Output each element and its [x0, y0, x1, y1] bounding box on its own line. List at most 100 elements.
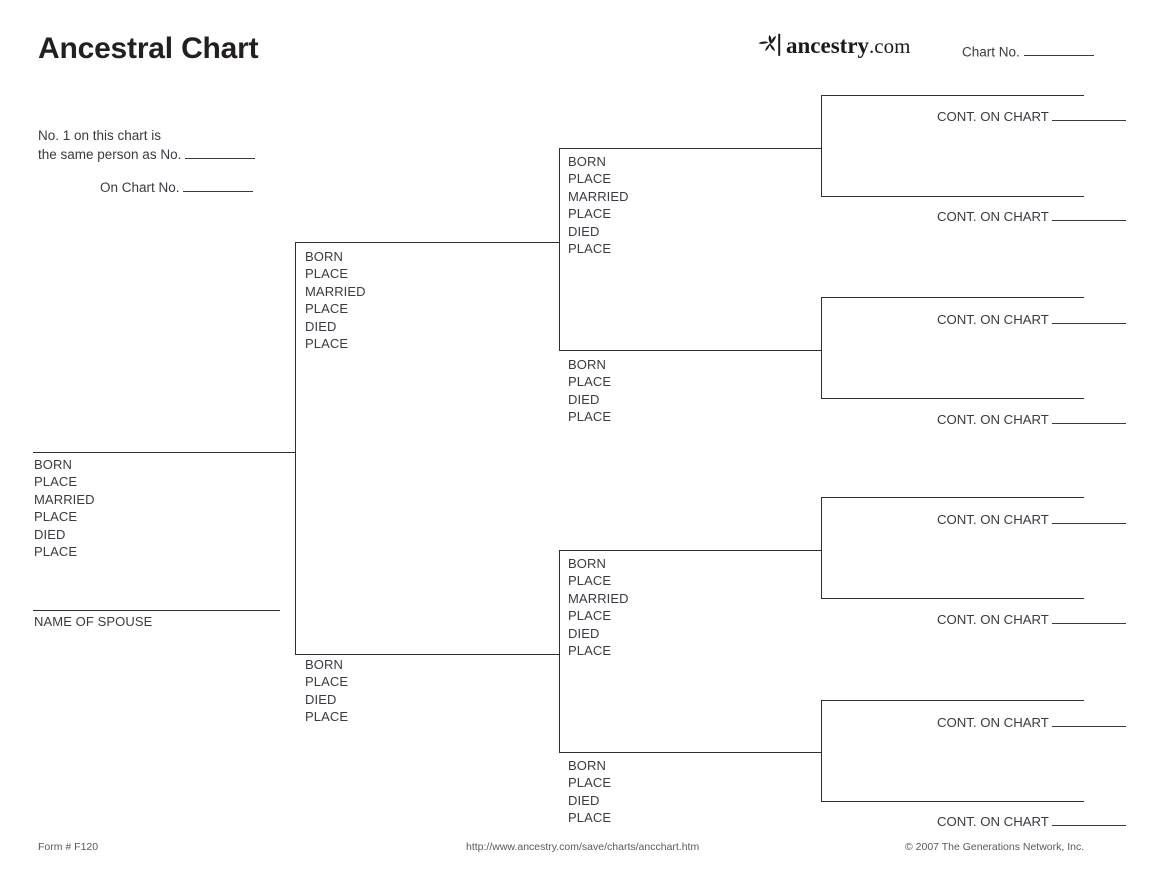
fact-died: DIED	[305, 318, 337, 334]
cont-on-chart-blank[interactable]	[1052, 312, 1127, 325]
same-person-no-blank[interactable]	[185, 147, 256, 159]
person-13-cont-on-chart[interactable]: CONT. ON CHART	[937, 612, 1127, 628]
fact-place: PLACE	[568, 810, 612, 826]
person-10-name-line[interactable]	[821, 297, 1084, 298]
fact-place: PLACE	[568, 374, 612, 390]
cont-on-chart-blank[interactable]	[1052, 814, 1127, 827]
person-5-name-line[interactable]	[559, 350, 821, 351]
person-12-name-line[interactable]	[821, 497, 1084, 498]
fact-place: PLACE	[305, 674, 349, 690]
footer-url[interactable]: http://www.ancestry.com/save/charts/ancc…	[466, 841, 700, 853]
note-line-3-label: On Chart No.	[100, 180, 180, 195]
fact-place: PLACE	[568, 608, 612, 624]
fact-married: MARRIED	[568, 188, 629, 204]
cont-on-chart-label: CONT. ON CHART	[937, 512, 1049, 528]
cont-on-chart-label: CONT. ON CHART	[937, 109, 1049, 125]
fact-place: PLACE	[568, 409, 612, 425]
person-5-facts: BORN PLACE DIED PLACE	[568, 356, 611, 426]
person-10-cont-on-chart[interactable]: CONT. ON CHART	[937, 312, 1127, 327]
fact-born: BORN	[305, 249, 343, 264]
fact-died: DIED	[34, 526, 66, 542]
cont-on-chart-blank[interactable]	[1052, 512, 1127, 525]
chart-number-blank[interactable]	[1023, 44, 1094, 57]
person-11-cont-on-chart[interactable]: CONT. ON CHART	[937, 412, 1127, 428]
chart-number-field[interactable]: Chart No.	[962, 44, 1094, 59]
fact-married: MARRIED	[34, 491, 95, 507]
person-13-name-line[interactable]	[821, 598, 1084, 599]
fact-place: PLACE	[568, 171, 612, 187]
person-15-cont-on-chart[interactable]: CONT. ON CHART	[937, 814, 1127, 829]
fact-place: PLACE	[568, 643, 612, 659]
person-6-name-line[interactable]	[559, 550, 821, 551]
fact-born: BORN	[568, 758, 606, 773]
note-line-3[interactable]: On Chart No.	[38, 178, 255, 197]
person-3-facts: BORN PLACE DIED PLACE	[305, 656, 348, 726]
person-6-facts: BORN PLACE MARRIED PLACE DIED PLACE	[568, 555, 629, 659]
person-2-name-line[interactable]	[295, 242, 560, 243]
person-9-name-line[interactable]	[821, 196, 1084, 197]
person-1-name-line[interactable]	[33, 452, 295, 453]
on-chart-no-blank[interactable]	[183, 180, 254, 192]
fact-place: PLACE	[34, 544, 78, 560]
person-2-facts: BORN PLACE MARRIED PLACE DIED PLACE	[305, 248, 366, 352]
fact-died: DIED	[305, 691, 337, 707]
cont-on-chart-blank[interactable]	[1052, 612, 1127, 625]
chart-cross-reference-note: No. 1 on this chart is the same person a…	[38, 126, 256, 197]
person-12-cont-on-chart[interactable]: CONT. ON CHART	[937, 512, 1127, 528]
note-line-2-label: the same person as No.	[38, 147, 182, 162]
person-1-spouse-line[interactable]	[33, 610, 280, 611]
person-14-name-line[interactable]	[821, 700, 1084, 701]
footer-form-number: Form # F120	[38, 841, 99, 853]
cont-on-chart-blank[interactable]	[1052, 109, 1127, 122]
person-8-cont-on-chart[interactable]: CONT. ON CHART	[937, 109, 1127, 125]
fact-born: BORN	[568, 154, 606, 169]
person-8-name-line[interactable]	[821, 95, 1084, 96]
gen2-bracket-spine	[295, 242, 296, 654]
gen3-upper-bracket-spine	[559, 148, 560, 350]
person-4-facts: BORN PLACE MARRIED PLACE DIED PLACE	[568, 153, 629, 257]
person-3-name-line[interactable]	[295, 654, 560, 655]
fact-place: PLACE	[305, 266, 349, 282]
page-title: Ancestral Chart	[38, 32, 259, 65]
cont-on-chart-label: CONT. ON CHART	[937, 612, 1049, 628]
fact-died: DIED	[568, 792, 600, 808]
fact-died: DIED	[568, 625, 600, 641]
fact-died: DIED	[568, 391, 600, 407]
fact-married: MARRIED	[305, 283, 366, 299]
fact-place: PLACE	[568, 206, 612, 222]
cont-on-chart-label: CONT. ON CHART	[937, 412, 1049, 428]
person-9-cont-on-chart[interactable]: CONT. ON CHART	[937, 209, 1127, 225]
chart-number-label: Chart No.	[962, 44, 1020, 60]
cont-on-chart-blank[interactable]	[1052, 209, 1127, 222]
ancestry-wordmark: ancestry.com	[786, 34, 910, 57]
note-line-1: No. 1 on this chart is	[38, 128, 162, 143]
cont-on-chart-blank[interactable]	[1052, 715, 1127, 728]
ancestry-leaf-icon	[757, 33, 785, 57]
ancestry-logo: ancestry.com	[757, 31, 910, 59]
fact-born: BORN	[305, 657, 343, 672]
brand-name: ancestry	[786, 32, 870, 58]
gen4-bracket-3-spine	[821, 497, 822, 598]
fact-born: BORN	[34, 457, 72, 472]
name-of-spouse-caption: NAME OF SPOUSE	[34, 614, 153, 629]
person-15-name-line[interactable]	[821, 801, 1084, 802]
person-14-cont-on-chart[interactable]: CONT. ON CHART	[937, 715, 1127, 730]
cont-on-chart-label: CONT. ON CHART	[937, 209, 1049, 225]
person-7-name-line[interactable]	[559, 752, 821, 753]
cont-on-chart-blank[interactable]	[1052, 412, 1127, 425]
fact-place: PLACE	[305, 336, 349, 352]
person-1-facts: BORN PLACE MARRIED PLACE DIED PLACE	[34, 456, 95, 560]
fact-died: DIED	[568, 223, 600, 239]
note-line-2[interactable]: the same person as No.	[38, 145, 256, 164]
gen4-bracket-2-spine	[821, 297, 822, 398]
gen3-lower-bracket-spine	[559, 550, 560, 752]
fact-place: PLACE	[34, 509, 78, 525]
fact-place: PLACE	[34, 474, 78, 490]
person-4-name-line[interactable]	[559, 148, 821, 149]
fact-born: BORN	[568, 357, 606, 372]
person-11-name-line[interactable]	[821, 398, 1084, 399]
fact-married: MARRIED	[568, 590, 629, 606]
fact-place: PLACE	[568, 241, 612, 257]
gen4-bracket-4-spine	[821, 700, 822, 801]
